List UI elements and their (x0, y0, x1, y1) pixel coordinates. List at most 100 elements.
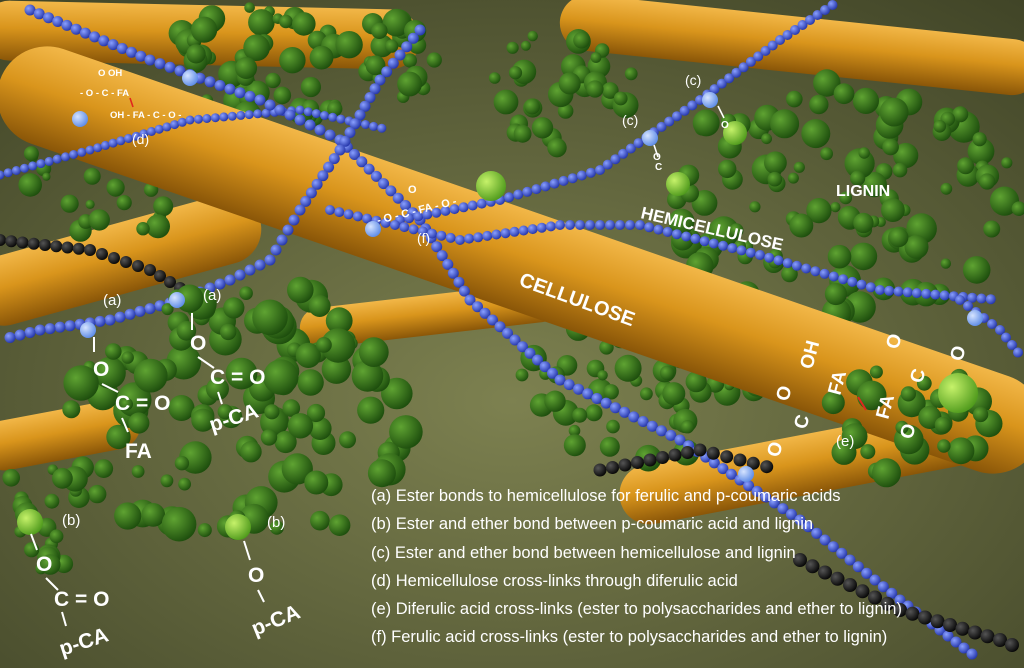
chain-bead (955, 295, 965, 305)
lignin-sphere (146, 214, 170, 239)
chain-bead (85, 145, 95, 155)
lignin-sphere (972, 132, 987, 147)
chain-bead (708, 457, 720, 469)
lignin-sphere (806, 198, 832, 224)
chain-bead (174, 65, 186, 77)
chain-bead (861, 567, 873, 579)
chain-bead (361, 120, 370, 129)
chain-bead (955, 621, 970, 636)
lignin-sphere (279, 47, 306, 74)
c-right-o: O (721, 120, 729, 131)
chain-bead (227, 111, 237, 121)
lignin-sphere (685, 371, 707, 393)
chain-bead (244, 110, 254, 120)
lignin-sphere (680, 420, 695, 434)
lignin-sphere (308, 417, 332, 440)
lignin-sphere (287, 276, 314, 304)
chain-bead (699, 236, 710, 247)
chain-bead (431, 207, 442, 218)
chain-bead (869, 574, 881, 586)
chain-bead (64, 320, 76, 332)
chain-bead (194, 114, 203, 124)
chain-bead (135, 50, 147, 62)
chain-bead (61, 152, 70, 162)
lignin-sphere (281, 453, 313, 485)
lignin-sphere (786, 90, 803, 108)
lignin-sphere (789, 213, 814, 238)
chain-bead (131, 131, 141, 141)
chain-bead (381, 66, 393, 78)
chain-bead (380, 217, 391, 228)
chain-bead (733, 453, 747, 467)
chain-bead (204, 76, 216, 88)
ester-linkage-node (169, 292, 185, 308)
chain-bead (317, 170, 329, 182)
chain-bead (827, 0, 838, 10)
chain-bead (819, 534, 831, 546)
lignin-sphere (892, 162, 908, 178)
lignin-sphere (833, 83, 855, 105)
chain-bead (731, 67, 742, 78)
chain-bead (33, 8, 45, 20)
chain-bead (605, 220, 615, 230)
chain-bead (968, 625, 982, 640)
chain-bead (458, 202, 469, 213)
ester-linkage-node (80, 322, 96, 338)
chain-bead (727, 243, 738, 254)
lignin-sphere (206, 377, 229, 401)
lignin-sphere (371, 22, 388, 39)
bond-tag-d: (d) (132, 131, 149, 147)
chain-bead (378, 178, 390, 190)
chain-bead (539, 361, 551, 373)
chain-bead (602, 159, 613, 170)
chain-bead (404, 213, 415, 224)
b-left-c-double-o: C = O (54, 588, 109, 611)
chain-bead (753, 51, 764, 62)
chain-bead (79, 27, 91, 39)
chain-bead (467, 200, 478, 211)
lignin-sphere (659, 365, 675, 381)
lignin-sphere (781, 265, 798, 283)
chain-bead (124, 134, 133, 143)
lignin-sphere (860, 444, 876, 460)
chain-bead (139, 129, 149, 139)
lignin-sphere (830, 202, 841, 213)
bond-tag-a-left: (a) (103, 292, 121, 309)
chain-bead (810, 266, 821, 277)
lignin-sphere (141, 503, 166, 527)
chain-bead (94, 315, 106, 327)
chain-bead (124, 308, 136, 320)
bond-c: (c) (c) O C O (622, 72, 729, 173)
a-left-fa: FA (125, 440, 152, 463)
chain-bead (609, 402, 621, 414)
chain-bead (671, 111, 682, 122)
chain-bead (261, 108, 271, 118)
chain-bead (1007, 340, 1017, 350)
chain-bead (120, 256, 132, 268)
chain-bead (905, 606, 920, 621)
lignin-sphere (904, 234, 929, 259)
lignin-sphere (320, 328, 356, 363)
chain-bead (1013, 347, 1023, 358)
chain-bead (164, 276, 176, 288)
lignin-sphere (563, 434, 586, 457)
chain-bead (422, 209, 433, 220)
chain-bead (343, 209, 354, 220)
chain-bead (447, 267, 459, 279)
lignin-sphere (105, 343, 122, 360)
ester-linkage-node (738, 466, 754, 482)
chain-bead (524, 347, 536, 359)
c-left-c-mark: C (655, 162, 662, 173)
chain-bead (392, 192, 404, 204)
hemicellulose-chain (24, 4, 978, 660)
chain-bead (356, 156, 368, 168)
lignin-sphere (603, 384, 619, 400)
lignin-sphere (260, 429, 278, 446)
chain-bead (44, 156, 54, 166)
chain-bead (674, 434, 686, 446)
chain-bead (414, 24, 426, 36)
chain-bead (390, 220, 400, 230)
chain-bead (828, 271, 839, 282)
chain-bead (363, 163, 375, 175)
lignin-sphere (872, 458, 901, 488)
